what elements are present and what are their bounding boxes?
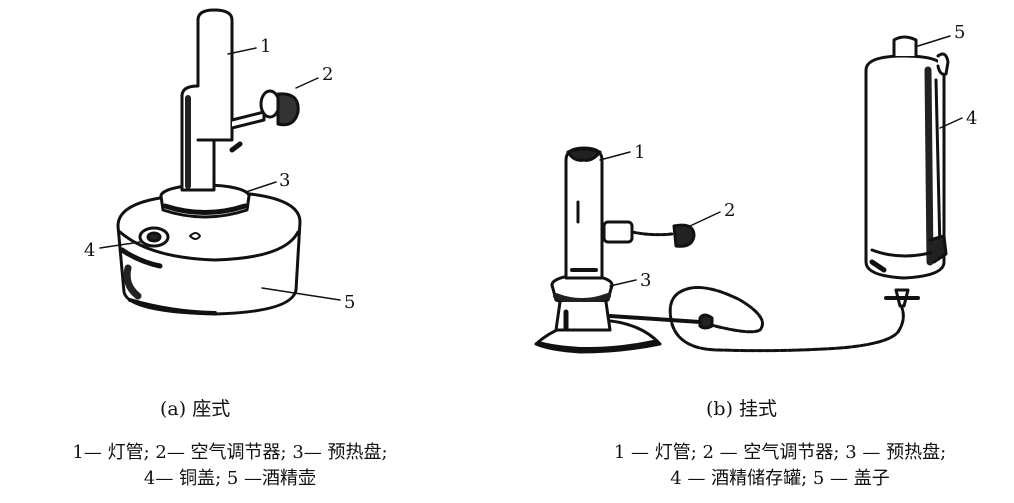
left-label-5: 5 xyxy=(344,292,355,313)
right-label-3: 3 xyxy=(640,270,651,291)
right-legend-line-1: 1 — 灯管; 2 — 空气调节器; 3 — 预热盘; xyxy=(613,442,947,463)
left-label-2: 2 xyxy=(322,64,333,85)
hanging-lamp-drawing xyxy=(534,35,963,354)
left-legend: 1— 灯管; 2— 空气调节器; 3— 预热盘; 4— 铜盖; 5 —酒精壶 xyxy=(20,440,440,492)
left-label-1: 1 xyxy=(260,36,271,57)
right-caption: (b) 挂式 xyxy=(706,398,778,420)
left-legend-line-1: 1— 灯管; 2— 空气调节器; 3— 预热盘; xyxy=(72,442,388,463)
left-label-4: 4 xyxy=(84,240,95,261)
seated-lamp-drawing xyxy=(99,8,341,316)
left-label-3: 3 xyxy=(279,170,290,191)
right-legend: 1 — 灯管; 2 — 空气调节器; 3 — 预热盘; 4 — 酒精储存罐; 5… xyxy=(560,440,1000,492)
right-label-2: 2 xyxy=(724,200,735,221)
right-label-4: 4 xyxy=(966,108,977,129)
left-legend-line-2: 4— 铜盖; 5 —酒精壶 xyxy=(143,468,317,489)
right-legend-line-2: 4 — 酒精储存罐; 5 — 盖子 xyxy=(670,468,890,489)
left-caption: (a) 座式 xyxy=(160,398,231,420)
right-label-5: 5 xyxy=(954,22,965,43)
right-label-1: 1 xyxy=(634,142,645,163)
